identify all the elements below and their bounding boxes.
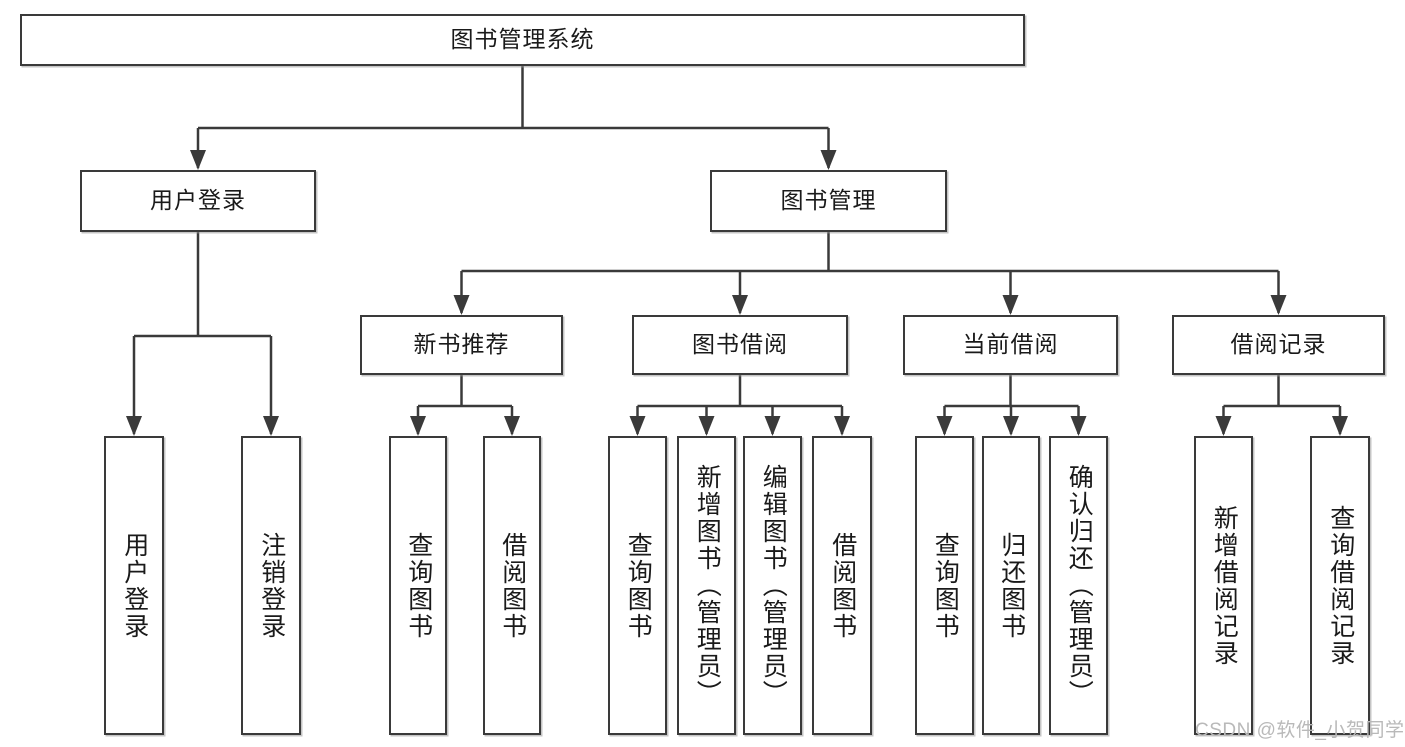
node-label: 查询图书: [404, 531, 433, 640]
node-label: 借阅图书: [498, 531, 527, 640]
node-leaf-bor-4[interactable]: 借阅图书: [812, 436, 872, 735]
csdn-watermark: CSDN @软件_小贺同学: [1195, 720, 1405, 741]
node-label: 图书借阅: [692, 331, 788, 358]
node-leaf-bor-1[interactable]: 查询图书: [608, 436, 667, 735]
arrow-head-current: [1002, 295, 1019, 315]
node-label: 查询图书: [624, 531, 653, 640]
node-label: 新增图书（管理员）: [693, 464, 722, 707]
arrow-head-leaf-rec-1: [1215, 416, 1232, 436]
arrow-head-borrow: [732, 295, 748, 315]
node-root[interactable]: 图书管理系统: [20, 14, 1025, 66]
node-label: 新书推荐: [413, 331, 510, 358]
arrow-head-leaf-cur-3: [1070, 416, 1087, 436]
arrow-head-leaf-cur-2: [1003, 416, 1019, 436]
node-bookmgmt[interactable]: 图书管理: [710, 170, 947, 232]
node-label: 归还图书: [997, 531, 1026, 640]
node-label: 注销登录: [257, 531, 286, 640]
node-current[interactable]: 当前借阅: [903, 315, 1118, 375]
node-label: 图书管理: [780, 187, 877, 214]
arrow-head-leaf-login-2: [263, 416, 279, 436]
arrow-head-leaf-bor-1: [629, 416, 646, 436]
arrow-head-leaf-bor-4: [834, 416, 850, 436]
node-borrow[interactable]: 图书借阅: [632, 315, 848, 375]
node-label: 图书管理系统: [450, 26, 595, 53]
node-label: 查询图书: [931, 531, 960, 640]
arrow-head-bookmgmt: [820, 150, 837, 170]
node-leaf-cur-3[interactable]: 确认归还（管理员）: [1049, 436, 1108, 735]
arrow-head-leaf-bor-3: [764, 416, 781, 436]
node-leaf-cur-1[interactable]: 查询图书: [915, 436, 974, 735]
node-leaf-login-2[interactable]: 注销登录: [241, 436, 301, 735]
node-leaf-new-2[interactable]: 借阅图书: [483, 436, 541, 735]
node-newbook[interactable]: 新书推荐: [360, 315, 563, 375]
node-label: 用户登录: [150, 187, 246, 214]
node-leaf-new-1[interactable]: 查询图书: [389, 436, 447, 735]
node-label: 借阅图书: [828, 531, 857, 640]
node-label: 当前借阅: [962, 331, 1059, 358]
node-leaf-rec-2[interactable]: 查询借阅记录: [1310, 436, 1370, 735]
arrow-head-newbook: [453, 295, 470, 315]
node-label: 借阅记录: [1230, 331, 1327, 358]
node-records[interactable]: 借阅记录: [1172, 315, 1385, 375]
node-leaf-bor-2[interactable]: 新增图书（管理员）: [677, 436, 736, 735]
arrow-head-leaf-rec-2: [1332, 416, 1348, 436]
arrow-head-login: [190, 150, 206, 170]
node-label: 用户登录: [120, 531, 149, 640]
node-leaf-bor-3[interactable]: 编辑图书（管理员）: [743, 436, 802, 735]
node-label: 查询借阅记录: [1326, 504, 1355, 667]
node-leaf-login-1[interactable]: 用户登录: [104, 436, 164, 735]
arrow-head-leaf-new-1: [410, 416, 426, 436]
node-leaf-rec-1[interactable]: 新增借阅记录: [1194, 436, 1253, 735]
node-label: 编辑图书（管理员）: [759, 464, 788, 707]
node-label: 确认归还（管理员）: [1065, 464, 1094, 707]
node-leaf-cur-2[interactable]: 归还图书: [982, 436, 1040, 735]
arrow-head-leaf-new-2: [504, 416, 520, 436]
node-login[interactable]: 用户登录: [80, 170, 316, 232]
arrow-head-leaf-bor-2: [698, 416, 715, 436]
arrow-head-leaf-cur-1: [936, 416, 953, 436]
arrow-head-records: [1270, 295, 1287, 315]
arrow-head-leaf-login-1: [126, 416, 142, 436]
node-label: 新增借阅记录: [1210, 504, 1239, 667]
